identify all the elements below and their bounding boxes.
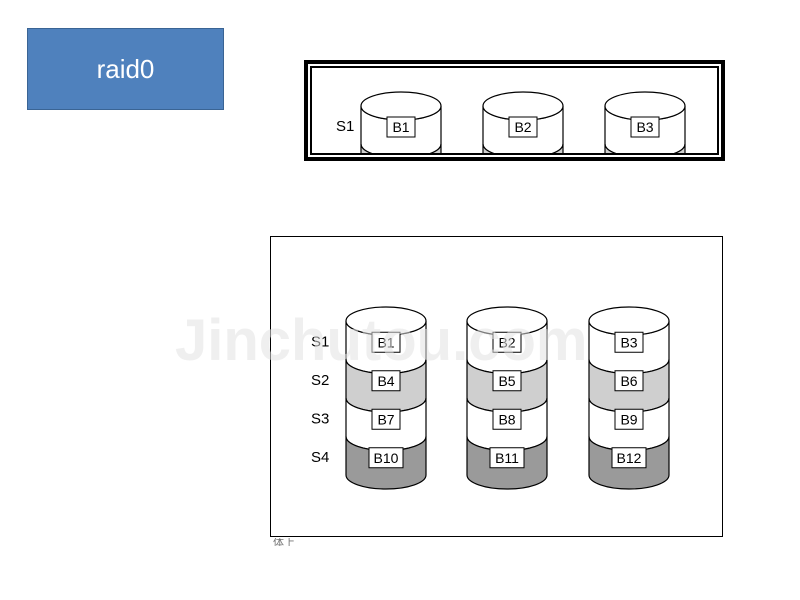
block-box-b6 — [614, 370, 644, 392]
block-label-b1: B1 — [392, 119, 409, 135]
disk-band-partial — [604, 143, 686, 153]
disk-cap — [360, 91, 442, 121]
block-label-b12: B12 — [617, 450, 642, 466]
block-box-b3 — [614, 331, 644, 353]
block-box-b12 — [611, 447, 647, 469]
disk-2: B2 — [482, 91, 564, 153]
disk-1: B1 — [360, 91, 442, 153]
caption-fragment: 体上 — [273, 538, 295, 546]
disk-cap — [345, 306, 427, 336]
disk-band-partial — [360, 143, 442, 153]
block-label-b4: B4 — [377, 373, 394, 389]
block-label-b9: B9 — [620, 411, 637, 427]
block-label-b2: B2 — [498, 334, 515, 350]
block-box-b7 — [371, 408, 401, 430]
top-diagram-inner: S1 B1 B2 B3 — [310, 66, 719, 155]
block-box-b9 — [614, 408, 644, 430]
stripe-label-s2: S2 — [311, 372, 329, 389]
block-box-b4 — [371, 370, 401, 392]
block-box-b1 — [386, 116, 416, 138]
disk-cap — [588, 306, 670, 336]
title-text: raid0 — [96, 53, 155, 84]
block-label-b7: B7 — [377, 411, 394, 427]
block-box-b2 — [492, 331, 522, 353]
disk-cap — [482, 91, 564, 121]
block-box-b1 — [371, 331, 401, 353]
block-label-b3: B3 — [636, 119, 653, 135]
stripe-label-s3: S3 — [311, 410, 329, 427]
top-diagram: S1 B1 B2 B3 — [336, 91, 686, 153]
block-label-b1: B1 — [377, 334, 394, 350]
block-label-b6: B6 — [620, 373, 637, 389]
block-box-b3 — [630, 116, 660, 138]
disk-cap — [466, 306, 548, 336]
disk-3: B3 — [604, 91, 686, 153]
disk-band-partial — [482, 143, 564, 153]
block-label-b5: B5 — [498, 373, 515, 389]
block-box-b10 — [368, 447, 404, 469]
block-box-b8 — [492, 408, 522, 430]
block-label-b10: B10 — [374, 450, 399, 466]
block-label-b2: B2 — [514, 119, 531, 135]
block-box-b2 — [508, 116, 538, 138]
stripe-label-s4: S4 — [311, 449, 329, 466]
disk-cap — [604, 91, 686, 121]
block-label-b3: B3 — [620, 334, 637, 350]
block-label-b11: B11 — [495, 450, 519, 466]
stripe-label-s1: S1 — [336, 118, 354, 135]
block-label-b8: B8 — [498, 411, 515, 427]
stripe-label-s1: S1 — [311, 333, 329, 350]
block-box-b11 — [489, 447, 525, 469]
block-box-b5 — [492, 370, 522, 392]
title-box: raid0 — [27, 28, 224, 110]
top-diagram-frame: S1 B1 B2 B3 — [304, 60, 725, 161]
